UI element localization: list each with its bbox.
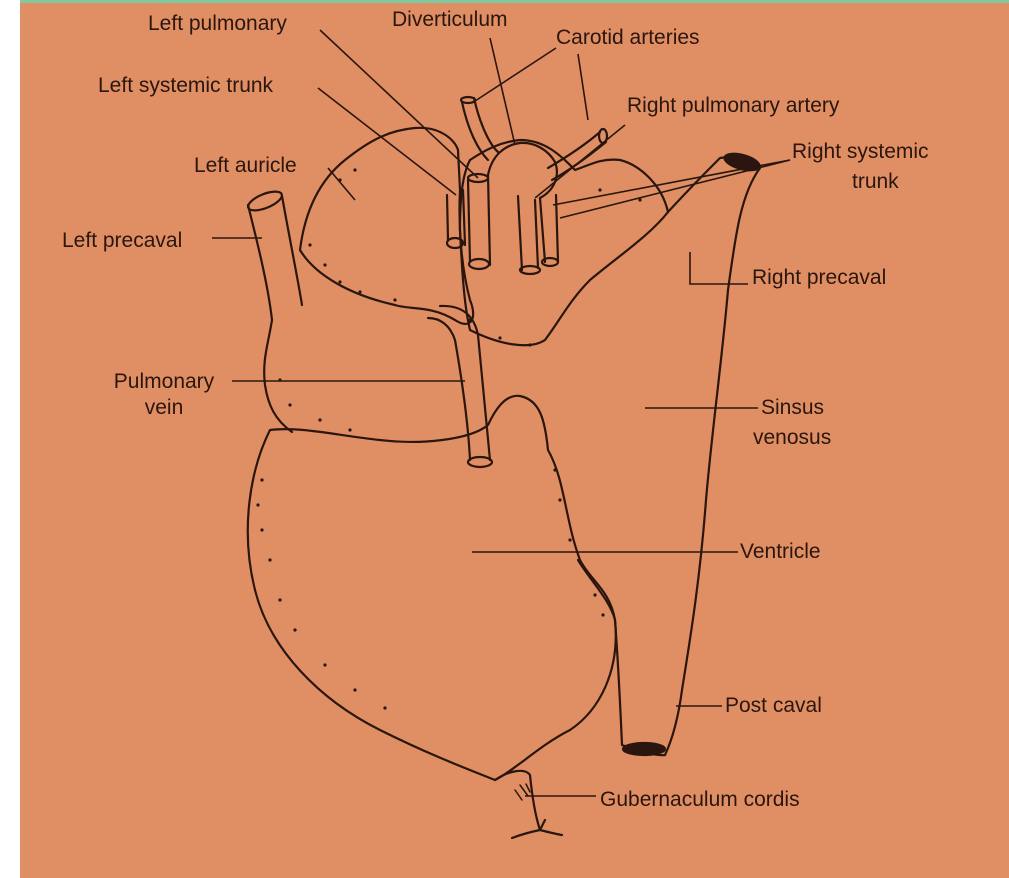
label-post-caval: Post caval — [725, 694, 822, 718]
label-left-pulmonary: Left pulmonary — [148, 12, 287, 36]
frog-heart-diagram — [20, 0, 1009, 878]
label-right-pulmonary-artery: Right pulmonary artery — [627, 94, 839, 118]
leader-carotid-2 — [578, 54, 588, 120]
leader-right-precaval — [690, 252, 748, 284]
label-pulmonary-vein-2: vein — [104, 396, 224, 420]
sinus-venosus-shape — [665, 157, 760, 755]
carotid-left-shape — [462, 98, 498, 160]
label-pulmonary-vein-1: Pulmonary — [104, 370, 224, 394]
label-sinus-venosus-2: venosus — [753, 426, 831, 450]
label-left-systemic-trunk: Left systemic trunk — [98, 74, 273, 98]
left-pulmonary-shape — [468, 175, 490, 265]
label-right-systemic-trunk-2: trunk — [852, 170, 899, 194]
gubernaculum-shape — [495, 771, 562, 838]
leader-diverticulum — [490, 38, 515, 145]
ventricle-shape — [248, 396, 616, 780]
label-left-precaval: Left precaval — [62, 229, 182, 253]
label-gubernaculum-cordis: Gubernaculum cordis — [600, 788, 800, 812]
left-systemic-trunk-shape — [447, 190, 465, 245]
leader-right-systemic-a — [553, 160, 790, 205]
diagram-page: Left pulmonary Diverticulum Carotid arte… — [20, 0, 1009, 878]
label-left-auricle: Left auricle — [194, 154, 297, 178]
label-right-precaval: Right precaval — [752, 266, 886, 290]
post-caval-shape — [615, 620, 665, 755]
leader-left-auricle — [328, 168, 355, 200]
leader-right-pulmonary — [535, 125, 625, 198]
right-auricle-shape — [460, 140, 668, 345]
left-precaval-shape — [248, 205, 292, 432]
label-carotid-arteries: Carotid arteries — [556, 26, 700, 50]
label-ventricle: Ventricle — [740, 540, 821, 564]
label-diverticulum: Diverticulum — [392, 8, 508, 32]
label-sinus-venosus-1: Sinsus — [761, 396, 824, 420]
leader-carotid — [472, 48, 556, 103]
leader-left-systemic — [318, 88, 456, 195]
leader-right-systemic-b — [560, 160, 790, 218]
leader-left-pulmonary — [320, 30, 478, 178]
label-right-systemic-trunk-1: Right systemic — [792, 140, 929, 164]
